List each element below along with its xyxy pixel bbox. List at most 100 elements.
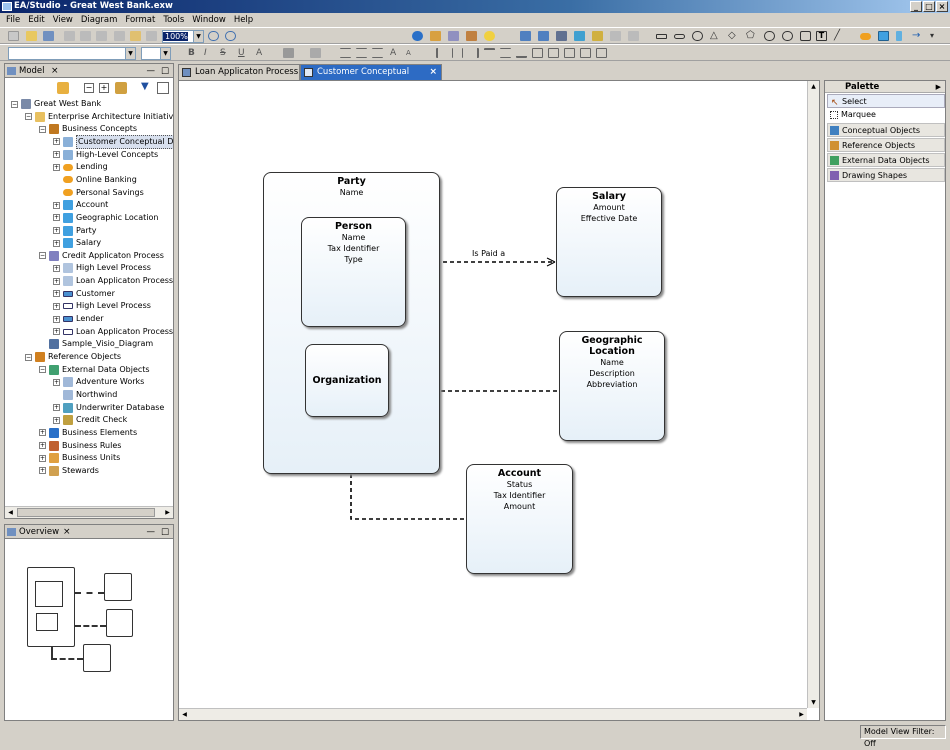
- tree-item[interactable]: +Underwriter Database: [53, 402, 164, 414]
- tree-item[interactable]: Online Banking: [53, 174, 137, 186]
- tree-item[interactable]: +Lender: [53, 313, 104, 325]
- tree-item[interactable]: +Party: [53, 225, 97, 237]
- collapse-all-icon[interactable]: −: [84, 83, 94, 93]
- palette-drawer-external-data-objects[interactable]: External Data Objects: [827, 153, 945, 167]
- ellipse-shape-icon[interactable]: [782, 31, 793, 41]
- font-color-icon[interactable]: A: [256, 48, 263, 58]
- scroll-right-arrow-icon[interactable]: ▶: [799, 711, 804, 718]
- diamond-shape-icon[interactable]: ◇: [728, 30, 736, 41]
- rounded-rect-icon[interactable]: [674, 34, 685, 39]
- redo-icon[interactable]: [146, 31, 157, 41]
- tree-item[interactable]: Sample_Visio_Diagram: [39, 338, 153, 350]
- expand-icon[interactable]: +: [53, 227, 60, 234]
- minimize-icon[interactable]: —: [146, 527, 156, 537]
- align-objects-middle-icon[interactable]: [500, 48, 511, 58]
- tree-item[interactable]: +High Level Process: [53, 262, 151, 274]
- undo-icon[interactable]: [130, 31, 141, 41]
- tab-loan-applicaton-process[interactable]: Loan Applicaton Process: [178, 64, 300, 80]
- align-objects-left-icon[interactable]: [436, 48, 447, 58]
- diagram-canvas[interactable]: Is Paid a Party Name Person Name Tax Ide…: [178, 80, 820, 721]
- delete-icon[interactable]: [114, 31, 125, 41]
- palette-drawer-conceptual-objects[interactable]: Conceptual Objects: [827, 123, 945, 137]
- tree-item[interactable]: Personal Savings: [53, 187, 144, 199]
- maximize-icon[interactable]: □: [160, 527, 169, 537]
- align-right-icon[interactable]: [372, 48, 383, 58]
- italic-icon[interactable]: I: [204, 48, 207, 58]
- align-center-icon[interactable]: [356, 48, 367, 58]
- tree-item[interactable]: +Business Elements: [39, 427, 137, 439]
- expand-icon[interactable]: +: [53, 239, 60, 247]
- align-objects-bottom-icon[interactable]: [516, 48, 527, 58]
- zoom-out-icon[interactable]: [225, 31, 236, 41]
- menu-tools[interactable]: Tools: [163, 15, 185, 25]
- rect-shape-icon[interactable]: [656, 34, 667, 39]
- arrow-right-icon[interactable]: →: [912, 30, 921, 41]
- model-tree[interactable]: −Great West Bank−Enterprise Architecture…: [5, 98, 173, 504]
- menu-diagram[interactable]: Diagram: [80, 15, 118, 25]
- menu-format[interactable]: Format: [125, 15, 156, 25]
- palette-drawer-reference-objects[interactable]: Reference Objects: [827, 138, 945, 152]
- menu-edit[interactable]: Edit: [28, 15, 45, 25]
- line-tool-icon[interactable]: ╱: [834, 30, 841, 41]
- expand-icon[interactable]: +: [53, 138, 60, 146]
- collapse-icon[interactable]: −: [39, 125, 46, 133]
- bring-to-front-icon[interactable]: [580, 48, 591, 58]
- tree-item[interactable]: −Credit Applicaton Process: [39, 250, 164, 262]
- expand-icon[interactable]: +: [53, 416, 60, 424]
- scroll-right-arrow-icon[interactable]: ▶: [165, 509, 170, 516]
- scroll-up-arrow-icon[interactable]: ▲: [811, 83, 816, 90]
- globe-icon[interactable]: [412, 31, 423, 41]
- tree-item[interactable]: +High-Level Concepts: [53, 149, 158, 161]
- same-height-icon[interactable]: [564, 48, 575, 58]
- list-icon[interactable]: [556, 31, 567, 41]
- menu-help[interactable]: Help: [233, 15, 254, 25]
- triangle-shape-icon[interactable]: △: [710, 30, 718, 41]
- account-entity[interactable]: Account Status Tax Identifier Amount: [466, 464, 573, 574]
- lightbulb-icon[interactable]: [484, 31, 495, 41]
- horizontal-scrollbar[interactable]: ◀ ▶: [179, 708, 807, 720]
- organization-entity[interactable]: Organization: [305, 344, 389, 417]
- tree-item[interactable]: −Enterprise Architecture Initiative: [25, 111, 173, 123]
- expand-icon[interactable]: +: [53, 163, 60, 171]
- page-icon[interactable]: [628, 31, 639, 41]
- close-button[interactable]: ×: [936, 1, 948, 12]
- zoom-in-icon[interactable]: [208, 31, 219, 41]
- expand-icon[interactable]: +: [53, 404, 60, 412]
- pentagon-shape-icon[interactable]: ⬠: [746, 30, 755, 41]
- tree-item[interactable]: +Stewards: [39, 465, 99, 477]
- tree-item[interactable]: +Business Units: [39, 452, 120, 464]
- font-name-combo[interactable]: ▼: [8, 47, 136, 60]
- expand-all-icon[interactable]: +: [99, 83, 109, 93]
- maximize-button[interactable]: □: [923, 1, 935, 12]
- menu-view[interactable]: View: [52, 15, 73, 25]
- circle-shape-icon[interactable]: [692, 31, 703, 41]
- tree-item[interactable]: +Lending: [53, 161, 108, 173]
- search-icon[interactable]: [592, 31, 603, 41]
- process-icon[interactable]: [448, 31, 459, 41]
- window-icon[interactable]: [538, 31, 549, 41]
- tree-item[interactable]: −Reference Objects: [25, 351, 121, 363]
- tree-item[interactable]: −Great West Bank: [11, 98, 101, 110]
- vertical-scrollbar[interactable]: ▲ ▼: [807, 81, 819, 708]
- fill-color-icon[interactable]: [310, 48, 321, 58]
- collapse-icon[interactable]: −: [11, 100, 18, 108]
- tree-item[interactable]: +Loan Applicaton Process: [53, 326, 173, 338]
- attribute-icon[interactable]: [896, 31, 902, 41]
- tree-item[interactable]: +Credit Check: [53, 414, 127, 426]
- save-icon[interactable]: [43, 31, 54, 41]
- scroll-thumb[interactable]: [17, 508, 155, 517]
- horizontal-scrollbar[interactable]: ◀ ▶: [5, 506, 173, 518]
- expand-icon[interactable]: +: [39, 467, 46, 475]
- expand-icon[interactable]: +: [53, 214, 60, 222]
- link-icon[interactable]: [115, 82, 127, 94]
- collapse-icon[interactable]: −: [39, 252, 46, 260]
- expand-icon[interactable]: +: [53, 151, 60, 159]
- tree-item[interactable]: +High Level Process: [53, 300, 151, 312]
- expand-icon[interactable]: +: [53, 328, 60, 336]
- tree-item[interactable]: +Business Rules: [39, 440, 121, 452]
- menu-file[interactable]: File: [6, 15, 21, 25]
- tree-item[interactable]: +Geographic Location: [53, 212, 158, 224]
- same-size-icon[interactable]: [532, 48, 543, 58]
- align-objects-right-icon[interactable]: [468, 48, 479, 58]
- filter-icon[interactable]: ▼: [141, 81, 149, 92]
